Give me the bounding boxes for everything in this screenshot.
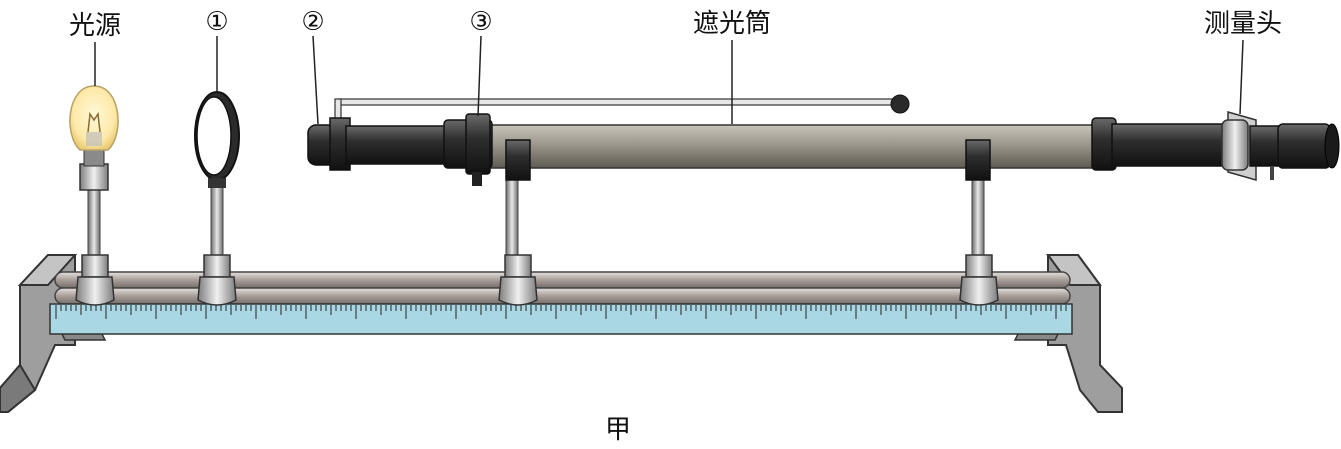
- label-light-source: 光源: [69, 11, 121, 41]
- rail-clamp-3: [498, 179, 538, 306]
- measuring-head: [1221, 111, 1340, 181]
- label-component-3: ③: [469, 7, 492, 37]
- rail-clamp-1: [75, 254, 115, 306]
- component-2-filter-holder: [307, 117, 451, 171]
- component-3-slit-holder: [443, 113, 493, 186]
- light-source-bulb: [69, 85, 119, 261]
- label-leaders: [94, 35, 1244, 125]
- eyepiece-section: [1091, 117, 1231, 171]
- label-light-shield-tube: 遮光筒: [693, 9, 771, 39]
- label-measuring-head: 测量头: [1204, 9, 1282, 39]
- label-component-2: ②: [301, 7, 324, 37]
- scale-ruler: [49, 303, 1073, 335]
- label-component-1: ①: [205, 7, 228, 37]
- component-1-lens: [194, 91, 240, 261]
- rail-clamp-4: [959, 179, 999, 306]
- tube-mounts: [505, 139, 991, 181]
- bench-rails: [54, 271, 1071, 305]
- adjust-lever: [334, 94, 910, 128]
- figure-caption: 甲: [605, 415, 631, 445]
- rail-clamp-2: [197, 254, 237, 306]
- light-shield-tube: [479, 124, 1101, 169]
